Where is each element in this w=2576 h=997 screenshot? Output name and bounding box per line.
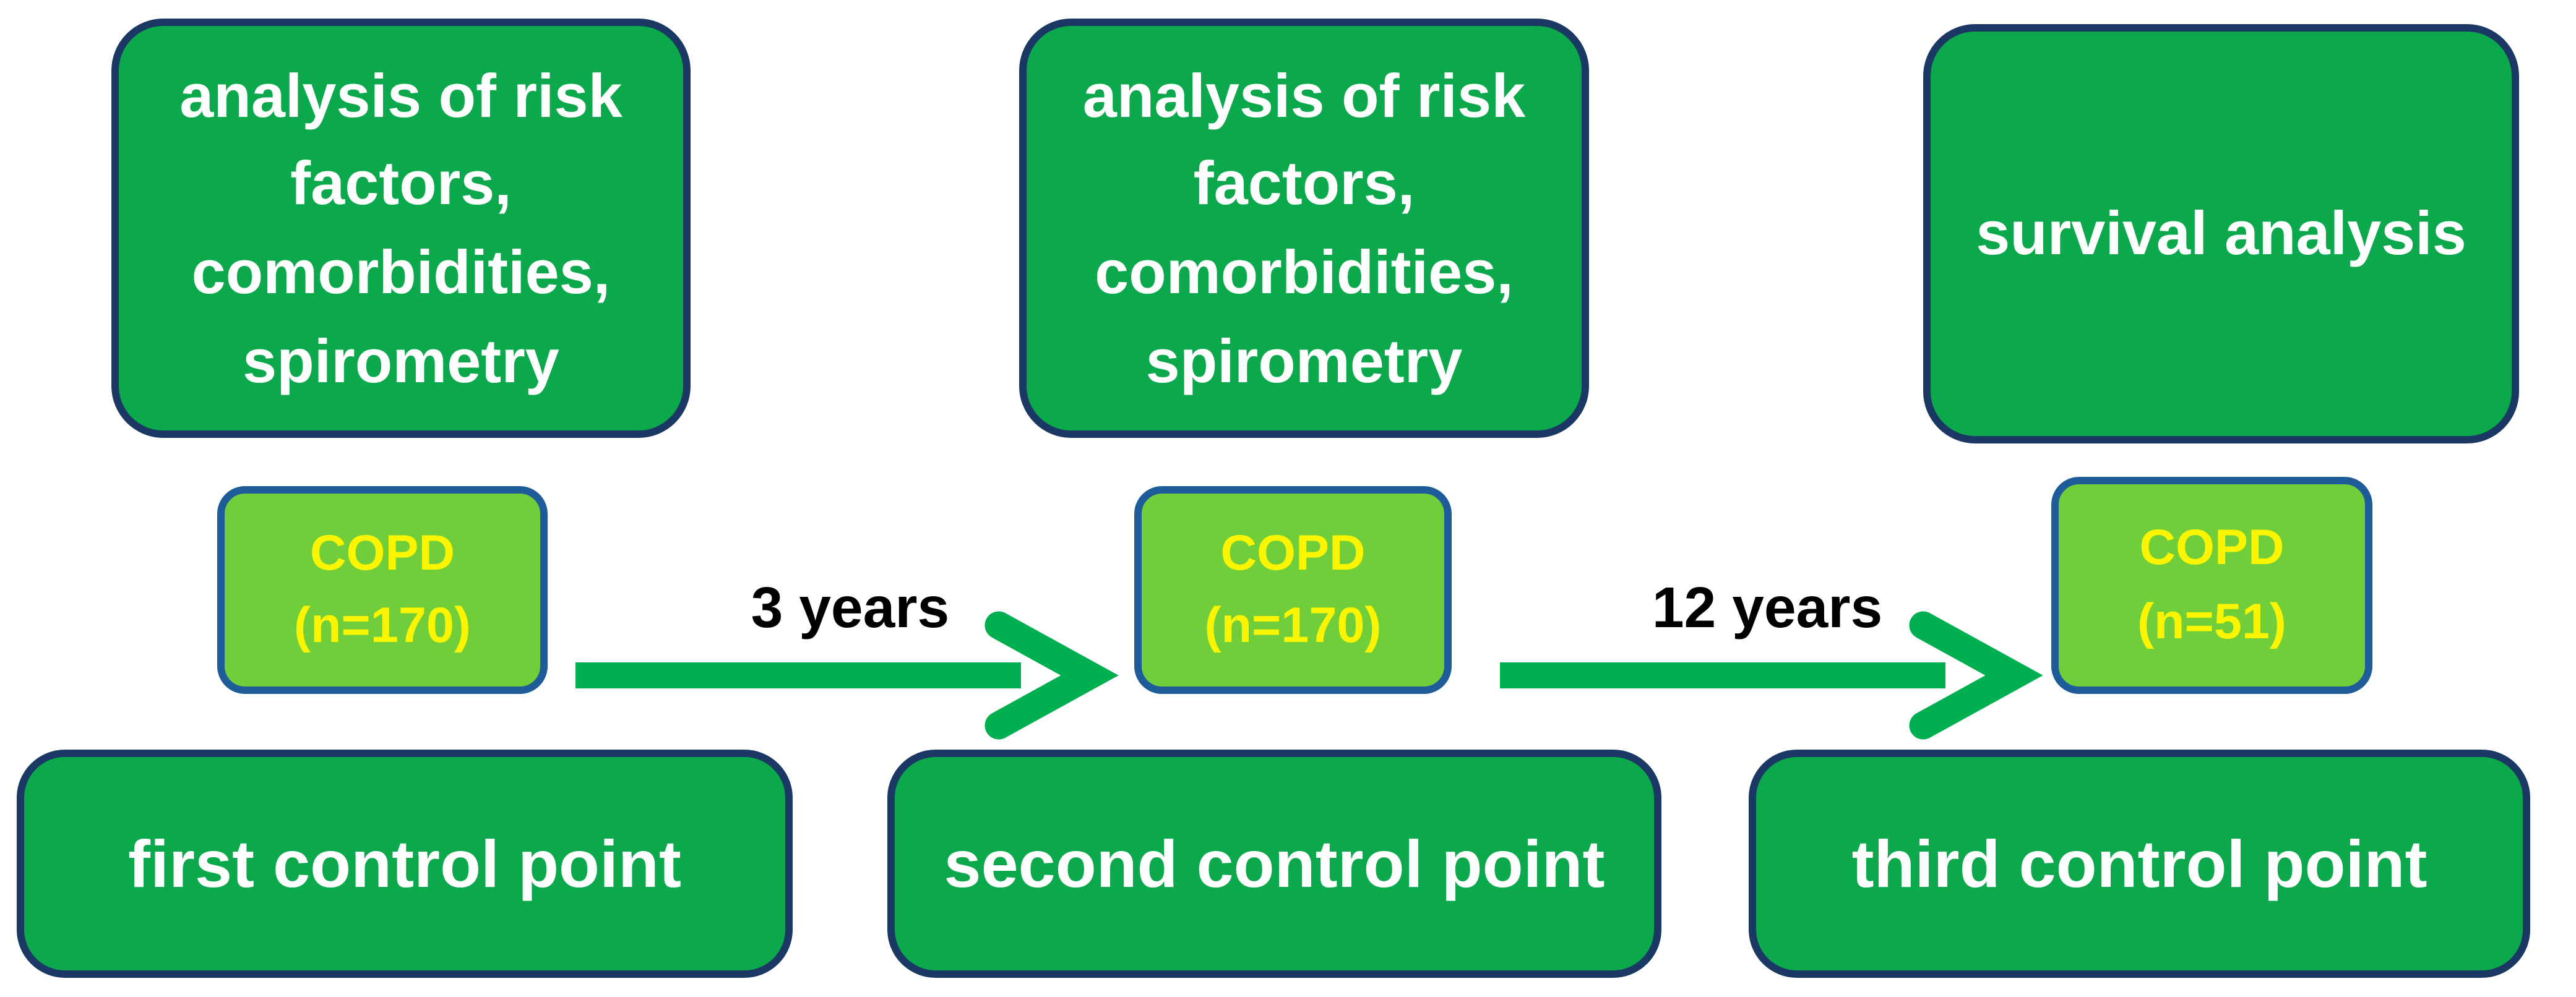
copd-title: COPD: [1220, 525, 1366, 581]
analysis-box-1-text: analysis of risk factors, comorbidities,…: [179, 61, 622, 395]
arrow-right-icon: [1500, 611, 2043, 740]
copd-title: COPD: [309, 525, 455, 581]
analysis-box-2-text: analysis of risk factors, comorbidities,…: [1082, 61, 1526, 395]
arrow-shaft: [575, 662, 1021, 688]
survival-analysis-box: survival analysis: [1923, 24, 2519, 443]
analysis-box-1: analysis of risk factors, comorbidities,…: [111, 19, 691, 438]
survival-analysis-text: survival analysis: [1976, 199, 2466, 268]
control-point-box-1: first control point: [17, 750, 793, 978]
arrow-1-duration-label: 3 years: [751, 575, 950, 640]
analysis-box-2: analysis of risk factors, comorbidities,…: [1019, 19, 1589, 438]
copd-count: (n=170): [1204, 596, 1382, 653]
arrow-head: [1909, 611, 2043, 740]
control-point-2-label: second control point: [944, 824, 1605, 901]
copd-cohort-box-3: COPD (n=51): [2051, 477, 2372, 694]
copd-title: COPD: [2139, 520, 2285, 575]
arrow-head: [984, 611, 1119, 740]
control-point-3-label: third control point: [1851, 824, 2427, 901]
arrow-shaft: [1500, 662, 1945, 688]
control-point-box-3: third control point: [1749, 750, 2530, 978]
copd-cohort-box-1: COPD (n=170): [217, 486, 548, 694]
copd-count: (n=170): [294, 596, 471, 653]
copd-count: (n=51): [2137, 594, 2286, 649]
copd-cohort-box-2: COPD (n=170): [1134, 486, 1452, 694]
control-point-box-2: second control point: [887, 750, 1661, 978]
control-point-1-label: first control point: [128, 824, 681, 901]
arrow-right-icon: [575, 611, 1119, 740]
arrow-2-duration-label: 12 years: [1652, 575, 1883, 640]
